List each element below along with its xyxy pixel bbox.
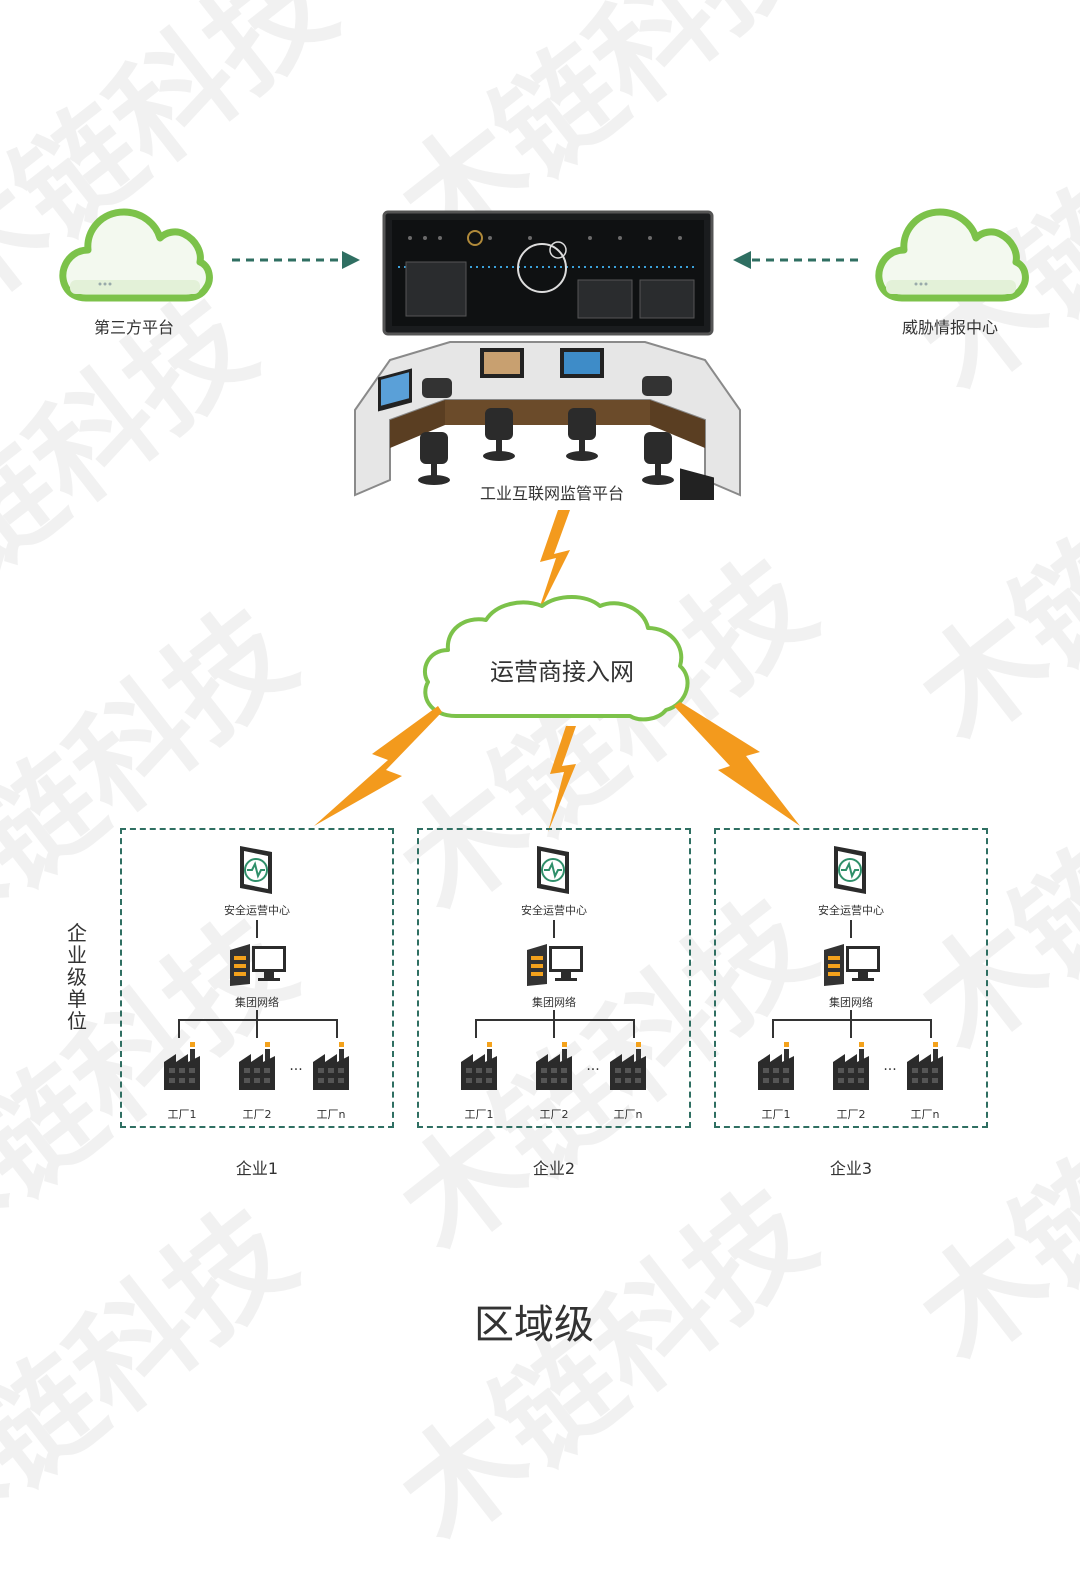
enterprise-name: 企业2 [532,1159,576,1178]
group-network-label: 集团网络 [532,996,576,1009]
soc-monitor-icon [236,844,278,900]
factory-icon [905,1040,945,1096]
branch-connector [475,1010,635,1038]
factory-icon [831,1040,871,1096]
soc-monitor-icon [533,844,575,900]
threat-center-label: 威胁情报中心 [901,318,998,337]
connector-line [850,920,852,938]
lightning-icon [536,510,570,618]
factory-label: 工厂n [910,1108,940,1121]
enterprise-name: 企业1 [235,1159,279,1178]
factory-label: 工厂n [316,1108,346,1121]
enterprise-box [120,828,394,1128]
factory-label: 工厂1 [464,1108,494,1121]
connector-line [553,920,555,938]
soc-label: 安全运营中心 [224,904,290,917]
arrow-threat-to-monitor [733,251,860,269]
ellipsis-label: ... [289,1058,303,1074]
soc-monitor-icon [830,844,872,900]
branch-connector [178,1010,338,1038]
lightning-icon [674,702,800,826]
factory-icon [237,1040,277,1096]
factory-icon [534,1040,574,1096]
lightning-icon [548,726,576,832]
watermark: 木链科技 [375,1163,839,1569]
factory-label: 工厂n [613,1108,643,1121]
factory-label: 工厂1 [761,1108,791,1121]
watermark: 木链科技 [895,363,1080,769]
monitor-platform-illustration [354,210,741,500]
soc-label: 安全运营中心 [521,904,587,917]
enterprise-box [714,828,988,1128]
group-network-label: 集团网络 [235,996,279,1009]
third-party-cloud-icon [59,208,213,302]
factory-label: 工厂1 [167,1108,197,1121]
ellipsis-label: ... [883,1058,897,1074]
connector-line [256,920,258,938]
enterprise-level-label: 企业级单位 [67,921,87,1033]
group-network-label: 集团网络 [829,996,873,1009]
server-computer-icon [525,940,585,990]
arrow-third-party-to-monitor [232,251,360,269]
enterprise-box [417,828,691,1128]
factory-icon [459,1040,499,1096]
factory-label: 工厂2 [242,1108,272,1121]
factory-label: 工厂2 [539,1108,569,1121]
operator-network-label: 运营商接入网 [490,658,634,686]
branch-connector [772,1010,932,1038]
factory-icon [756,1040,796,1096]
server-computer-icon [228,940,288,990]
footer-title: 区域级 [474,1302,594,1348]
monitor-platform-label: 工业互联网监管平台 [479,484,624,503]
lightning-icon [314,706,442,826]
factory-icon [311,1040,351,1096]
enterprise-name: 企业3 [829,1159,873,1178]
factory-icon [608,1040,648,1096]
factory-label: 工厂2 [836,1108,866,1121]
factory-icon [162,1040,202,1096]
threat-center-cloud-icon [875,208,1029,302]
operator-network-cloud-icon [422,595,690,722]
third-party-label: 第三方平台 [93,318,174,337]
server-computer-icon [822,940,882,990]
ellipsis-label: ... [586,1058,600,1074]
soc-label: 安全运营中心 [818,904,884,917]
